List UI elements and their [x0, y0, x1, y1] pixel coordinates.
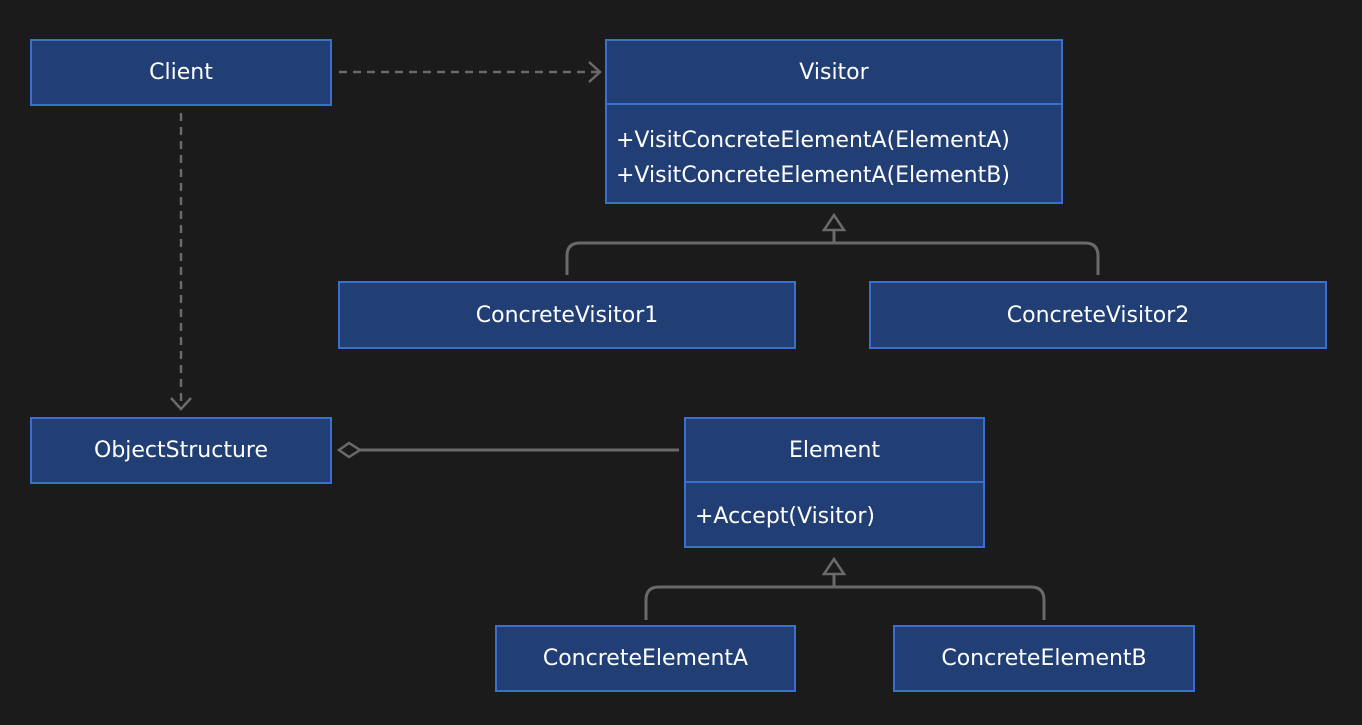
concrete-element-a-title: ConcreteElementA: [542, 646, 749, 671]
element-class: Element +Accept(Visitor): [684, 417, 985, 548]
concrete-visitor-2-class: ConcreteVisitor2: [869, 281, 1327, 349]
object-structure-title: ObjectStructure: [94, 438, 268, 463]
client-title: Client: [149, 60, 213, 85]
element-method: +Accept(Visitor): [695, 504, 875, 529]
client-objectstructure-arrowhead: [170, 397, 192, 411]
aggregation-diamond: [336, 441, 363, 459]
visitor-generalization-triangle: [821, 212, 847, 232]
element-generalization-triangle: [821, 556, 847, 576]
client-class: Client: [30, 39, 332, 106]
object-structure-class: ObjectStructure: [30, 417, 332, 484]
visitor-title: Visitor: [607, 41, 1061, 105]
element-title: Element: [686, 419, 983, 483]
concrete-element-b-title: ConcreteElementB: [941, 646, 1147, 671]
visitor-generalization-connector: [565, 241, 1100, 275]
concrete-element-a-class: ConcreteElementA: [495, 625, 796, 692]
visitor-methods: +VisitConcreteElementA(ElementA) +VisitC…: [607, 105, 1061, 193]
concrete-visitor-1-title: ConcreteVisitor1: [475, 302, 659, 328]
visitor-method: +VisitConcreteElementA(ElementA): [616, 128, 1010, 153]
element-methods: +Accept(Visitor): [686, 483, 983, 534]
concrete-visitor-1-class: ConcreteVisitor1: [338, 281, 796, 349]
element-generalization-connector: [644, 585, 1046, 620]
concrete-element-b-class: ConcreteElementB: [893, 625, 1195, 692]
visitor-class: Visitor +VisitConcreteElementA(ElementA)…: [605, 39, 1063, 204]
visitor-method: +VisitConcreteElementA(ElementB): [616, 163, 1010, 188]
concrete-visitor-2-title: ConcreteVisitor2: [1006, 302, 1190, 328]
client-visitor-arrowhead: [588, 61, 602, 83]
